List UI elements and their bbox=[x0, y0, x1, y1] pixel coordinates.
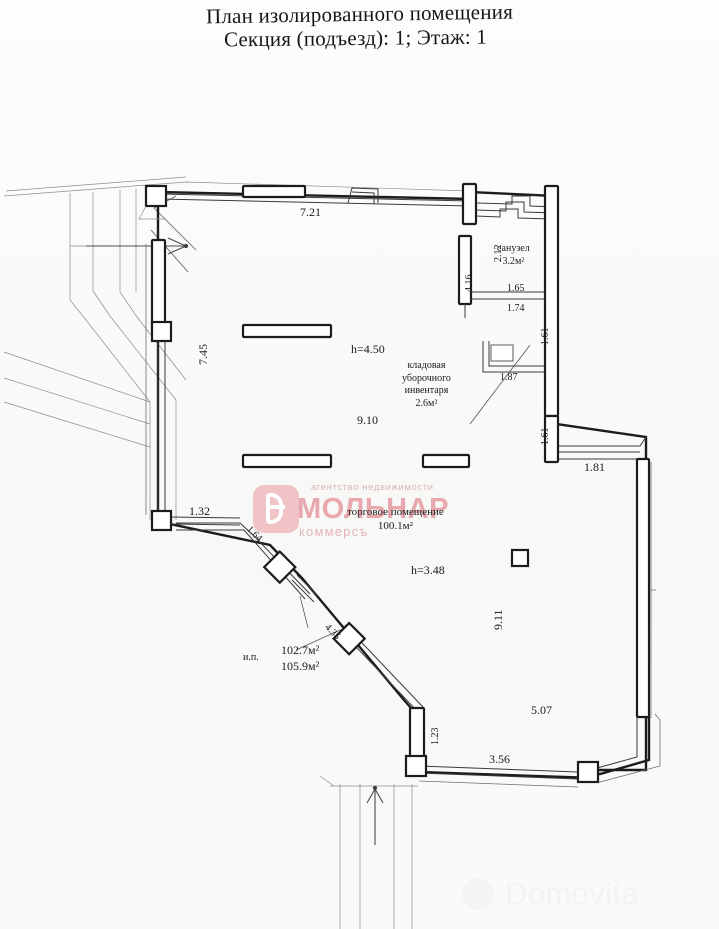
bottom-entrance-stairs bbox=[319, 775, 418, 929]
right-upper-wall bbox=[543, 184, 656, 719]
interior-columns bbox=[241, 323, 530, 568]
building-outline bbox=[156, 190, 648, 780]
site-lines-upper-left bbox=[3, 176, 471, 520]
bottom-left-step bbox=[404, 706, 428, 778]
left-wall bbox=[138, 184, 173, 532]
storage-walls bbox=[469, 341, 545, 425]
top-exterior-wall bbox=[159, 182, 557, 226]
left-bottom-step bbox=[170, 516, 241, 526]
bottom-wall bbox=[418, 765, 579, 788]
bottom-right-chamfer bbox=[576, 713, 661, 784]
bathroom-walls bbox=[457, 234, 545, 318]
left-diagonal-walls bbox=[176, 522, 424, 713]
page-title: План изолированного помещения Секция (по… bbox=[0, 0, 719, 52]
